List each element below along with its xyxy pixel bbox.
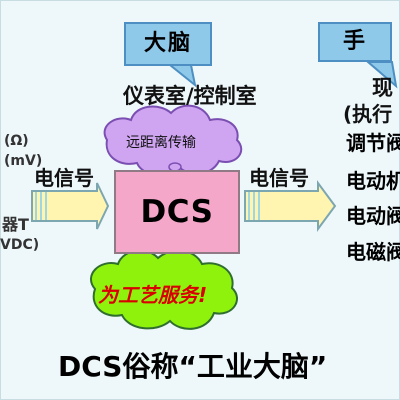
right-list-item-control-valve: 调节阀 xyxy=(346,131,400,155)
bottom-title: DCS俗称“工业大脑” xyxy=(58,350,328,383)
left-signal-label: 电信号 xyxy=(34,166,94,190)
left-arrow-stripes xyxy=(35,192,47,220)
right-list-item-solenoid-valve: 电磁阀 xyxy=(346,240,400,264)
left-item-ohm: (Ω) xyxy=(4,133,29,149)
right-exec-label: (执行 xyxy=(343,102,393,126)
hand-bubble: 手 xyxy=(318,22,392,62)
control-room-label: 仪表室/控制室 xyxy=(123,84,257,108)
right-list-item-electric-motor: 电动机 xyxy=(346,169,400,193)
remote-transmission-label: 远距离传输 xyxy=(126,135,196,151)
right-signal-arrow xyxy=(244,179,337,233)
right-list-item-electric-valve: 电动阀 xyxy=(346,204,400,228)
dcs-label: DCS xyxy=(140,194,214,230)
left-signal-arrow xyxy=(31,182,110,230)
dcs-box: DCS xyxy=(114,170,240,254)
right-arrow-stripes xyxy=(248,192,260,220)
hand-bubble-tail xyxy=(365,61,398,89)
left-item-vdc: VDC) xyxy=(0,237,40,253)
left-item-device: 器T xyxy=(2,215,29,234)
service-cloud xyxy=(90,249,238,330)
brain-bubble: 大脑 xyxy=(124,22,212,66)
right-signal-label: 电信号 xyxy=(249,166,309,190)
service-label: 为工艺服务! xyxy=(98,283,208,307)
right-top-label: 现 xyxy=(372,76,393,100)
left-item-mv: (mV) xyxy=(4,153,43,169)
